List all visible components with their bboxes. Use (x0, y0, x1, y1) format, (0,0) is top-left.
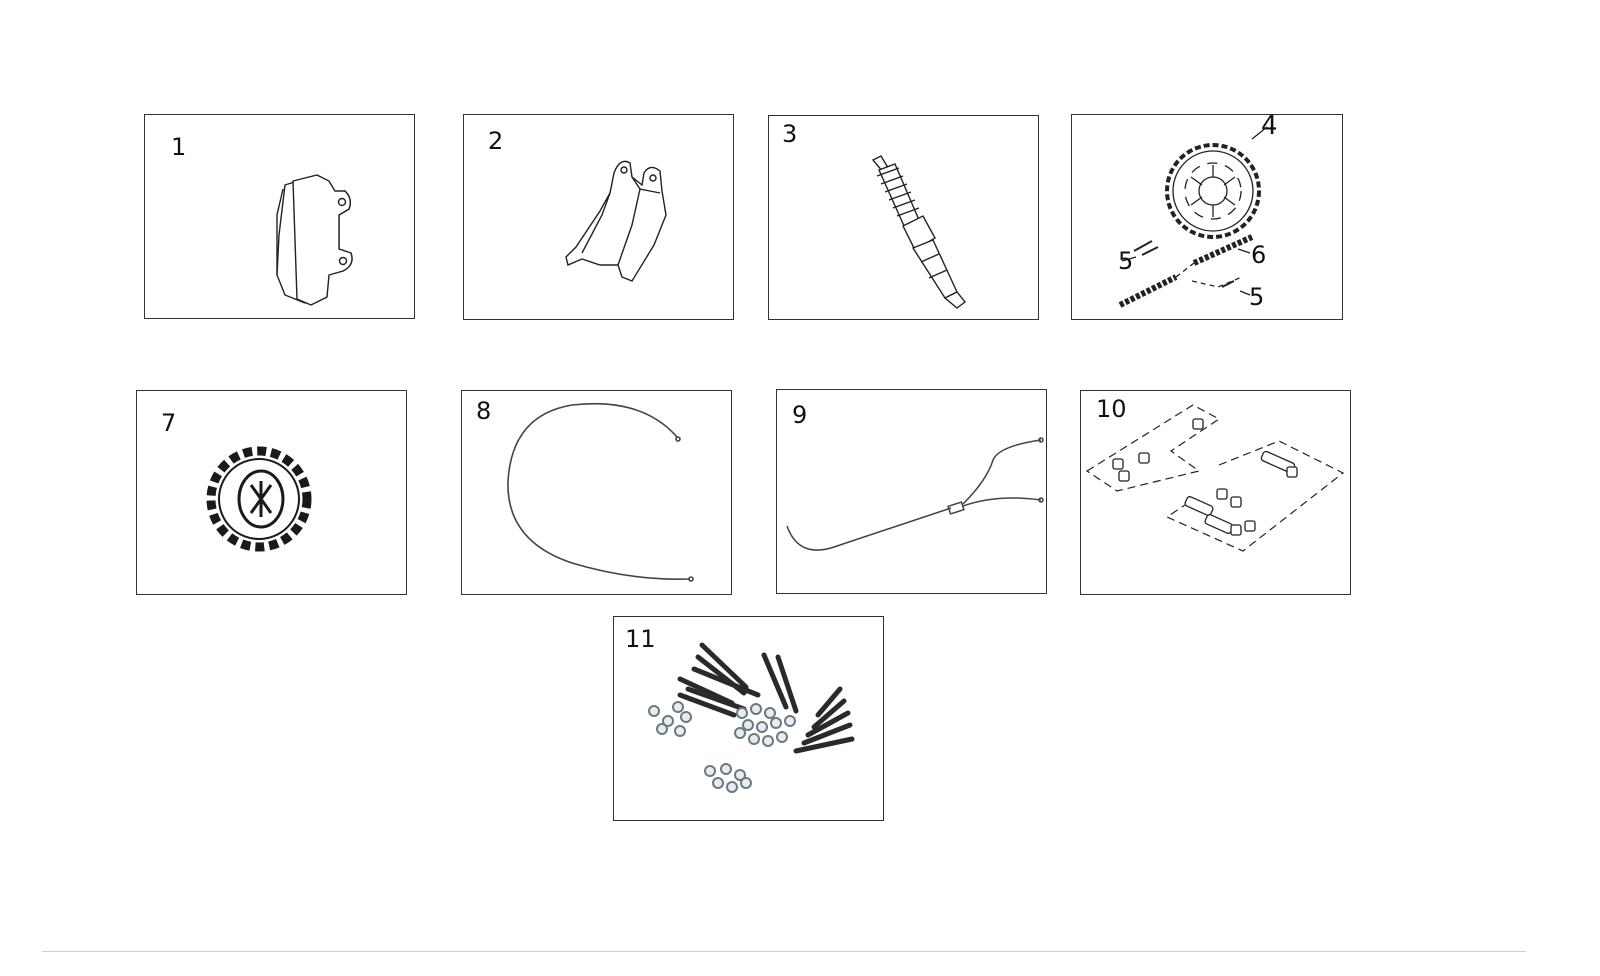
callout-label: 5 (1249, 283, 1265, 311)
part-number: 3 (782, 120, 798, 148)
callout-label: 6 (1251, 241, 1267, 269)
part-number: 10 (1096, 395, 1127, 423)
part-panel-11[interactable]: 11 (613, 616, 884, 821)
part-number: 1 (171, 133, 187, 161)
part-panel-9[interactable]: 9 (776, 389, 1047, 594)
part-panel-3[interactable]: 3 (768, 115, 1039, 320)
spark-plug-icon (871, 155, 966, 309)
footer-divider (42, 951, 1526, 952)
brake-pad-rear-icon (565, 160, 667, 282)
front-sprocket-icon (206, 446, 312, 552)
part-panel-1[interactable]: 1 (144, 114, 415, 319)
part-panel-8[interactable]: 8 (461, 390, 732, 595)
cable-icon (507, 402, 694, 582)
part-number: 7 (161, 409, 177, 437)
part-panel-10[interactable]: 10 (1080, 390, 1351, 595)
part-number: 11 (625, 625, 656, 653)
bushing-kit-icon (1085, 404, 1345, 552)
sprocket-chain-kit-icon (1118, 126, 1268, 308)
part-number: 9 (792, 401, 808, 429)
bolt-nut-kit-icon (648, 642, 855, 793)
callout-label: 5 (1118, 247, 1134, 275)
part-panel-7[interactable]: 7 (136, 390, 407, 595)
split-cable-icon (786, 437, 1044, 551)
part-number: 4 (1261, 114, 1278, 141)
part-panel-2[interactable]: 2 (463, 114, 734, 320)
brake-pad-front-icon (276, 174, 353, 306)
part-number: 2 (488, 127, 504, 155)
part-panel-4[interactable]: 4 5 6 5 (1071, 114, 1343, 320)
part-number: 8 (476, 397, 492, 425)
